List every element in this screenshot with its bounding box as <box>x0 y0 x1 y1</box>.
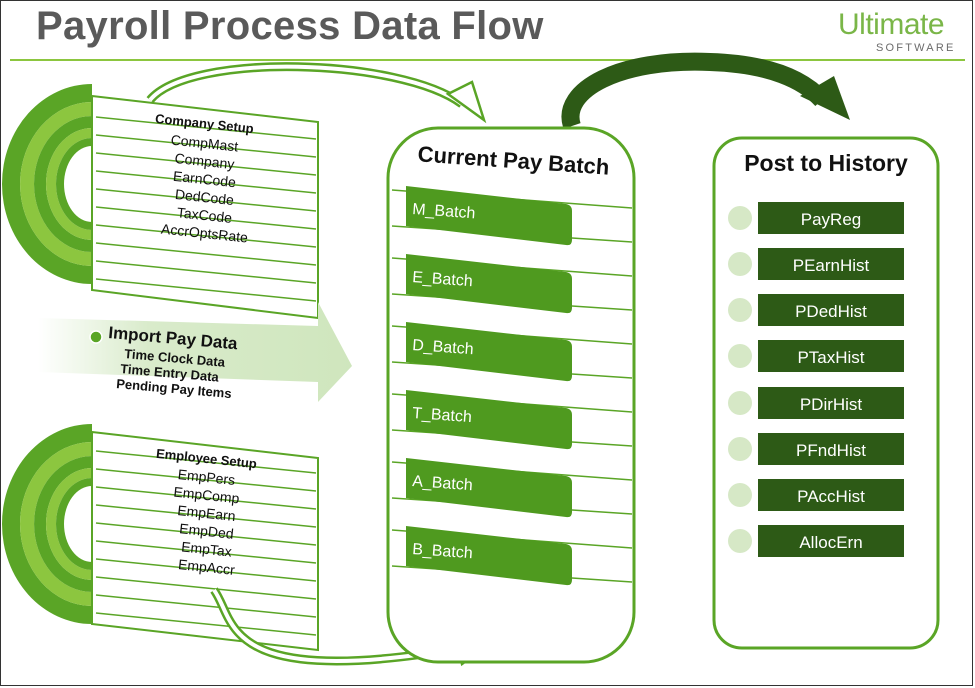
history-bullet-icon <box>728 252 752 276</box>
history-item: PEarnHist <box>728 248 904 280</box>
batch-label: E_Batch <box>412 269 474 290</box>
history-title: Post to History <box>744 150 908 176</box>
history-item: PTaxHist <box>728 340 904 372</box>
employee-setup-item: EmpTax <box>181 538 233 559</box>
flow-arrow-setup-to-batch <box>146 62 487 124</box>
batch-label: T_Batch <box>412 405 473 426</box>
batch-item: D_Batch <box>406 322 572 382</box>
logo-text: Ultimate <box>838 8 945 41</box>
employee-setup-item: EmpComp <box>173 484 241 507</box>
history-label: PayReg <box>801 210 861 229</box>
history-item: AllocErn <box>728 525 904 557</box>
company-setup-item: TaxCode <box>176 204 233 226</box>
history-item: PAccHist <box>728 479 904 511</box>
import-arrow-shape <box>38 302 352 402</box>
company-setup-arcs <box>2 84 92 284</box>
batch-item: E_Batch <box>406 254 572 314</box>
history-label: AllocErn <box>799 533 862 552</box>
employee-setup-sheet <box>91 430 319 652</box>
company-setup-lines <box>95 116 317 302</box>
history-bullet-icon <box>728 344 752 368</box>
history-bullet-icon <box>728 206 752 230</box>
history-item: PDedHist <box>728 294 904 326</box>
batch-label: D_Batch <box>412 337 474 358</box>
history-label: PEarnHist <box>793 256 870 275</box>
batch-item: M_Batch <box>406 186 572 246</box>
import-bullet-icon <box>89 330 103 344</box>
title-rule <box>10 59 965 61</box>
employee-setup-arcs <box>2 424 92 624</box>
history-item: PayReg <box>728 202 904 234</box>
history-label: PDirHist <box>800 395 863 414</box>
company-setup-item: DedCode <box>174 186 235 208</box>
history-bullet-icon <box>728 437 752 461</box>
employee-setup-item: EmpAccr <box>177 556 235 578</box>
batch-item: A_Batch <box>406 458 572 518</box>
employee-setup-graphic: Employee Setup EmpPers EmpComp EmpEarn E… <box>2 424 319 652</box>
history-bullet-icon <box>728 529 752 553</box>
logo-subtext: SOFTWARE <box>876 42 956 54</box>
company-setup-item: EarnCode <box>172 168 237 191</box>
history-bullet-icon <box>728 483 752 507</box>
batch-item: T_Batch <box>406 390 572 450</box>
history-label: PDedHist <box>795 302 867 321</box>
history-bullet-icon <box>728 298 752 322</box>
batch-label: B_Batch <box>412 541 474 562</box>
company-setup-graphic: Company Setup CompMast Company EarnCode … <box>2 84 319 320</box>
history-label: PAccHist <box>797 487 865 506</box>
batch-label: M_Batch <box>412 201 476 222</box>
company-setup-item: CompMast <box>170 132 239 155</box>
current-pay-batch-panel: Current Pay Batch M_Batch E_Batch D_B <box>386 126 636 664</box>
history-bullet-icon <box>728 391 752 415</box>
page-title: Payroll Process Data Flow <box>36 4 544 48</box>
history-item: PFndHist <box>728 433 904 465</box>
batch-label: A_Batch <box>412 473 474 494</box>
batch-item: B_Batch <box>406 526 572 586</box>
employee-setup-item: EmpEarn <box>177 502 237 524</box>
flow-arrow-batch-to-history <box>561 52 850 129</box>
history-label: PTaxHist <box>797 348 864 367</box>
post-to-history-panel: Post to History PayReg PEarnHist PDedHis… <box>712 136 940 650</box>
history-label: PFndHist <box>796 441 866 460</box>
employee-setup-lines <box>95 450 317 636</box>
employee-setup-item: EmpPers <box>177 466 236 488</box>
history-item: PDirHist <box>728 387 904 419</box>
company-setup-item: Company <box>174 150 235 172</box>
employee-setup-item: EmpDed <box>179 520 235 542</box>
